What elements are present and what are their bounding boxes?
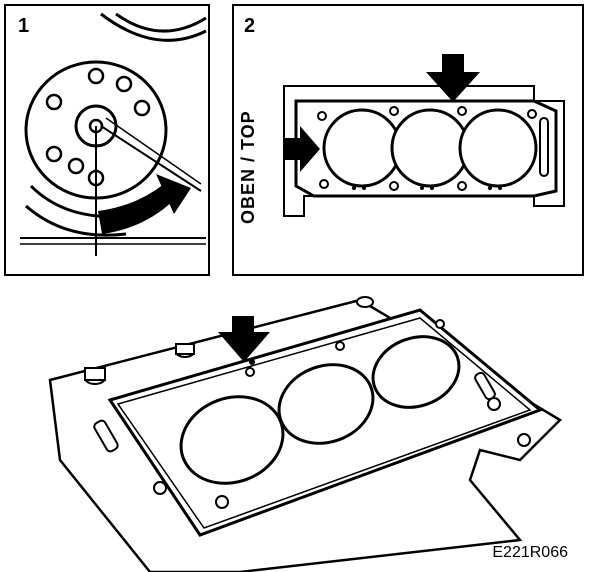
panel-2: 2 OBEN / TOP bbox=[232, 4, 584, 276]
down-arrow-icon bbox=[218, 316, 270, 365]
gasket-icon bbox=[283, 54, 565, 217]
rotation-arrow-icon bbox=[98, 174, 191, 234]
figure-code: E221R066 bbox=[492, 544, 568, 561]
right-arrow-icon bbox=[284, 126, 320, 172]
crankshaft-pulley-icon bbox=[20, 12, 207, 256]
panel-1: 1 bbox=[4, 4, 210, 276]
gasket-on-block-illustration bbox=[48, 296, 563, 572]
down-arrow-icon bbox=[426, 54, 480, 102]
panel-number: 1 bbox=[18, 15, 30, 37]
panel-number: 2 bbox=[244, 15, 256, 37]
